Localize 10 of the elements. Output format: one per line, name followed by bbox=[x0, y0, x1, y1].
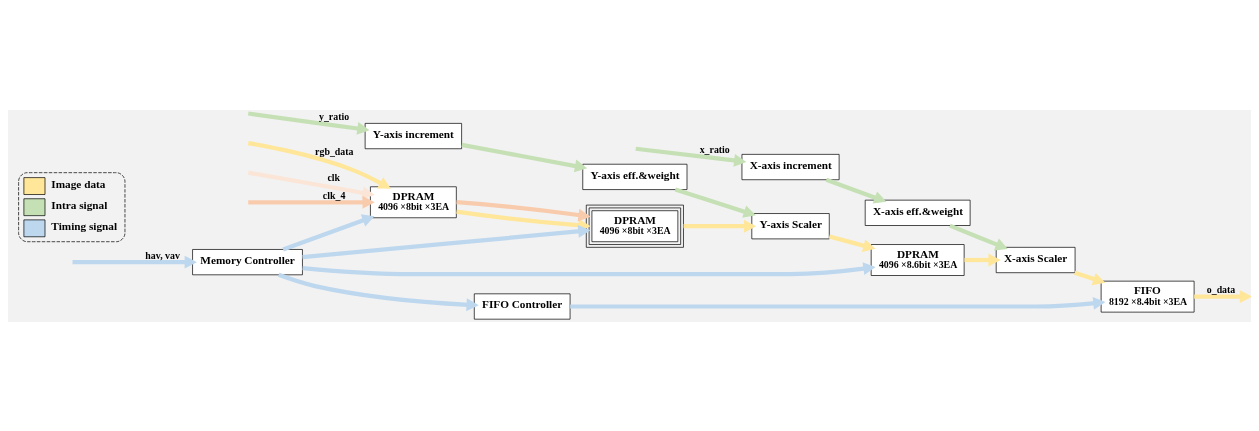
legend-label: Intra signal bbox=[51, 198, 108, 211]
edge-label: clk_4 bbox=[322, 189, 346, 201]
legend-label: Timing signal bbox=[51, 219, 118, 232]
edge-label: rgb_data bbox=[315, 145, 354, 157]
edge-label: y_ratio bbox=[318, 110, 350, 122]
legend-label: Image data bbox=[51, 177, 106, 190]
edge-label: hav, vav bbox=[145, 249, 180, 261]
edge-label: clk bbox=[327, 171, 341, 183]
edge-label: x_ratio bbox=[699, 143, 730, 155]
edge-label: o_data bbox=[1206, 283, 1236, 295]
